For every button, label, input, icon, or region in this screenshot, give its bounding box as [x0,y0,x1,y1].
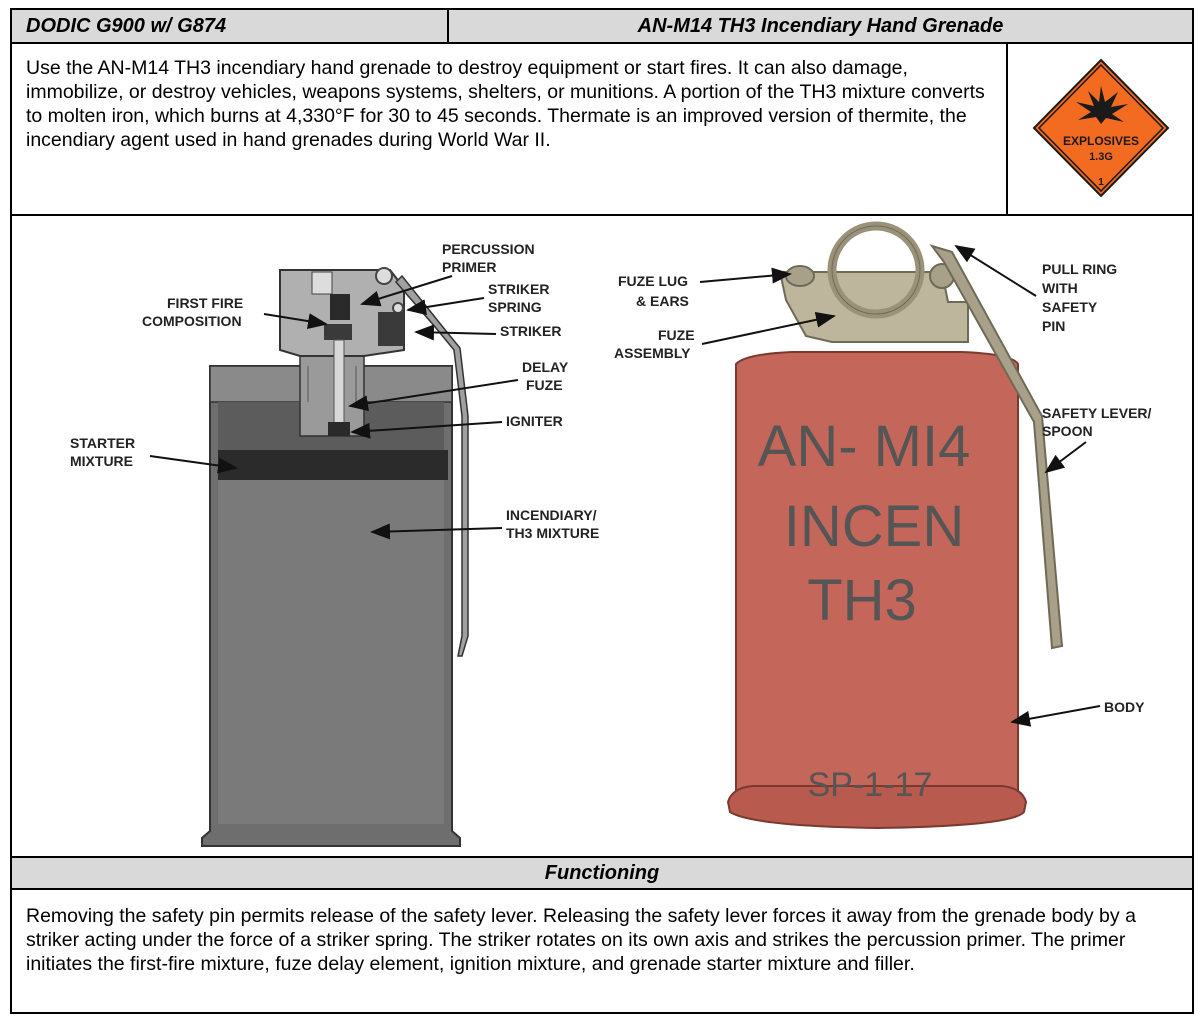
explosion-icon [1076,86,1128,124]
label-striker-spring-1: STRIKER [488,281,549,297]
functioning-text: Removing the safety pin permits release … [26,905,1136,975]
header-row: DODIC G900 w/ G874 AN-M14 TH3 Incendiary… [12,10,1192,44]
exterior-grenade: AN- MI4 INCEN TH3 SP-1-17 [726,221,1064,830]
label-incendiary-2: TH3 MIXTURE [506,525,599,541]
dodic-code: DODIC G900 w/ G874 [12,10,449,42]
hazard-placard: EXPLOSIVES 1.3G 1 [1008,44,1192,214]
label-percussion-primer-1: PERCUSSION [442,241,535,257]
label-fuze-lug-2: & EARS [636,293,689,309]
explosives-diamond-icon: EXPLOSIVES 1.3G 1 [1032,58,1170,198]
label-delay-fuze-1: DELAY [522,359,569,375]
label-pull-ring-4: PIN [1042,318,1065,334]
label-pull-ring-3: SAFETY [1042,299,1098,315]
grenade-figure: AN- MI4 INCEN TH3 SP-1-17 PERCUSSION PRI… [12,216,1192,856]
body-stencil-line1: AN- MI4 [758,414,971,479]
body-stencil-line3: TH3 [807,568,917,633]
label-safety-lever-2: SPOON [1042,423,1093,439]
label-igniter: IGNITER [506,413,563,429]
hazard-division: 1.3G [1089,151,1113,163]
label-fuze-assembly-1: FUZE [658,327,695,343]
cutaway-grenade [201,267,469,847]
exterior-callouts: FUZE LUG & EARS FUZE ASSEMBLY PULL RING … [614,244,1152,727]
cutaway-callouts: PERCUSSION PRIMER STRIKER SPRING FIRST F… [70,241,599,541]
page-title: AN-M14 TH3 Incendiary Hand Grenade [637,15,1004,37]
label-fuze-assembly-2: ASSEMBLY [614,345,691,361]
label-percussion-primer-2: PRIMER [442,259,496,275]
body-stencil-line2: INCEN [784,494,964,559]
lot-stencil: SP-1-17 [808,766,933,804]
label-safety-lever-1: SAFETY LEVER/ [1042,405,1152,421]
label-incendiary-1: INCENDIARY/ [506,507,597,523]
hazard-class: 1 [1098,177,1104,188]
label-pull-ring-1: PULL RING [1042,261,1117,277]
label-delay-fuze-2: FUZE [526,377,563,393]
label-body: BODY [1104,699,1145,715]
functioning-heading: Functioning [12,856,1192,890]
label-fuze-lug-1: FUZE LUG [618,273,688,289]
label-first-fire-2: COMPOSITION [142,313,242,329]
description-text: Use the AN-M14 TH3 incendiary hand grena… [12,44,1008,214]
label-starter-mixture-1: STARTER [70,435,135,451]
label-striker-spring-2: SPRING [488,299,542,315]
label-starter-mixture-2: MIXTURE [70,453,133,469]
label-pull-ring-2: WITH [1042,280,1078,296]
divider [12,214,1192,216]
label-first-fire-1: FIRST FIRE [167,295,243,311]
grenade-illustration: AN- MI4 INCEN TH3 SP-1-17 PERCUSSION PRI… [70,221,1152,847]
label-striker: STRIKER [500,323,561,339]
reference-card: DODIC G900 w/ G874 AN-M14 TH3 Incendiary… [10,8,1194,1014]
hazard-label: EXPLOSIVES [1063,134,1139,148]
